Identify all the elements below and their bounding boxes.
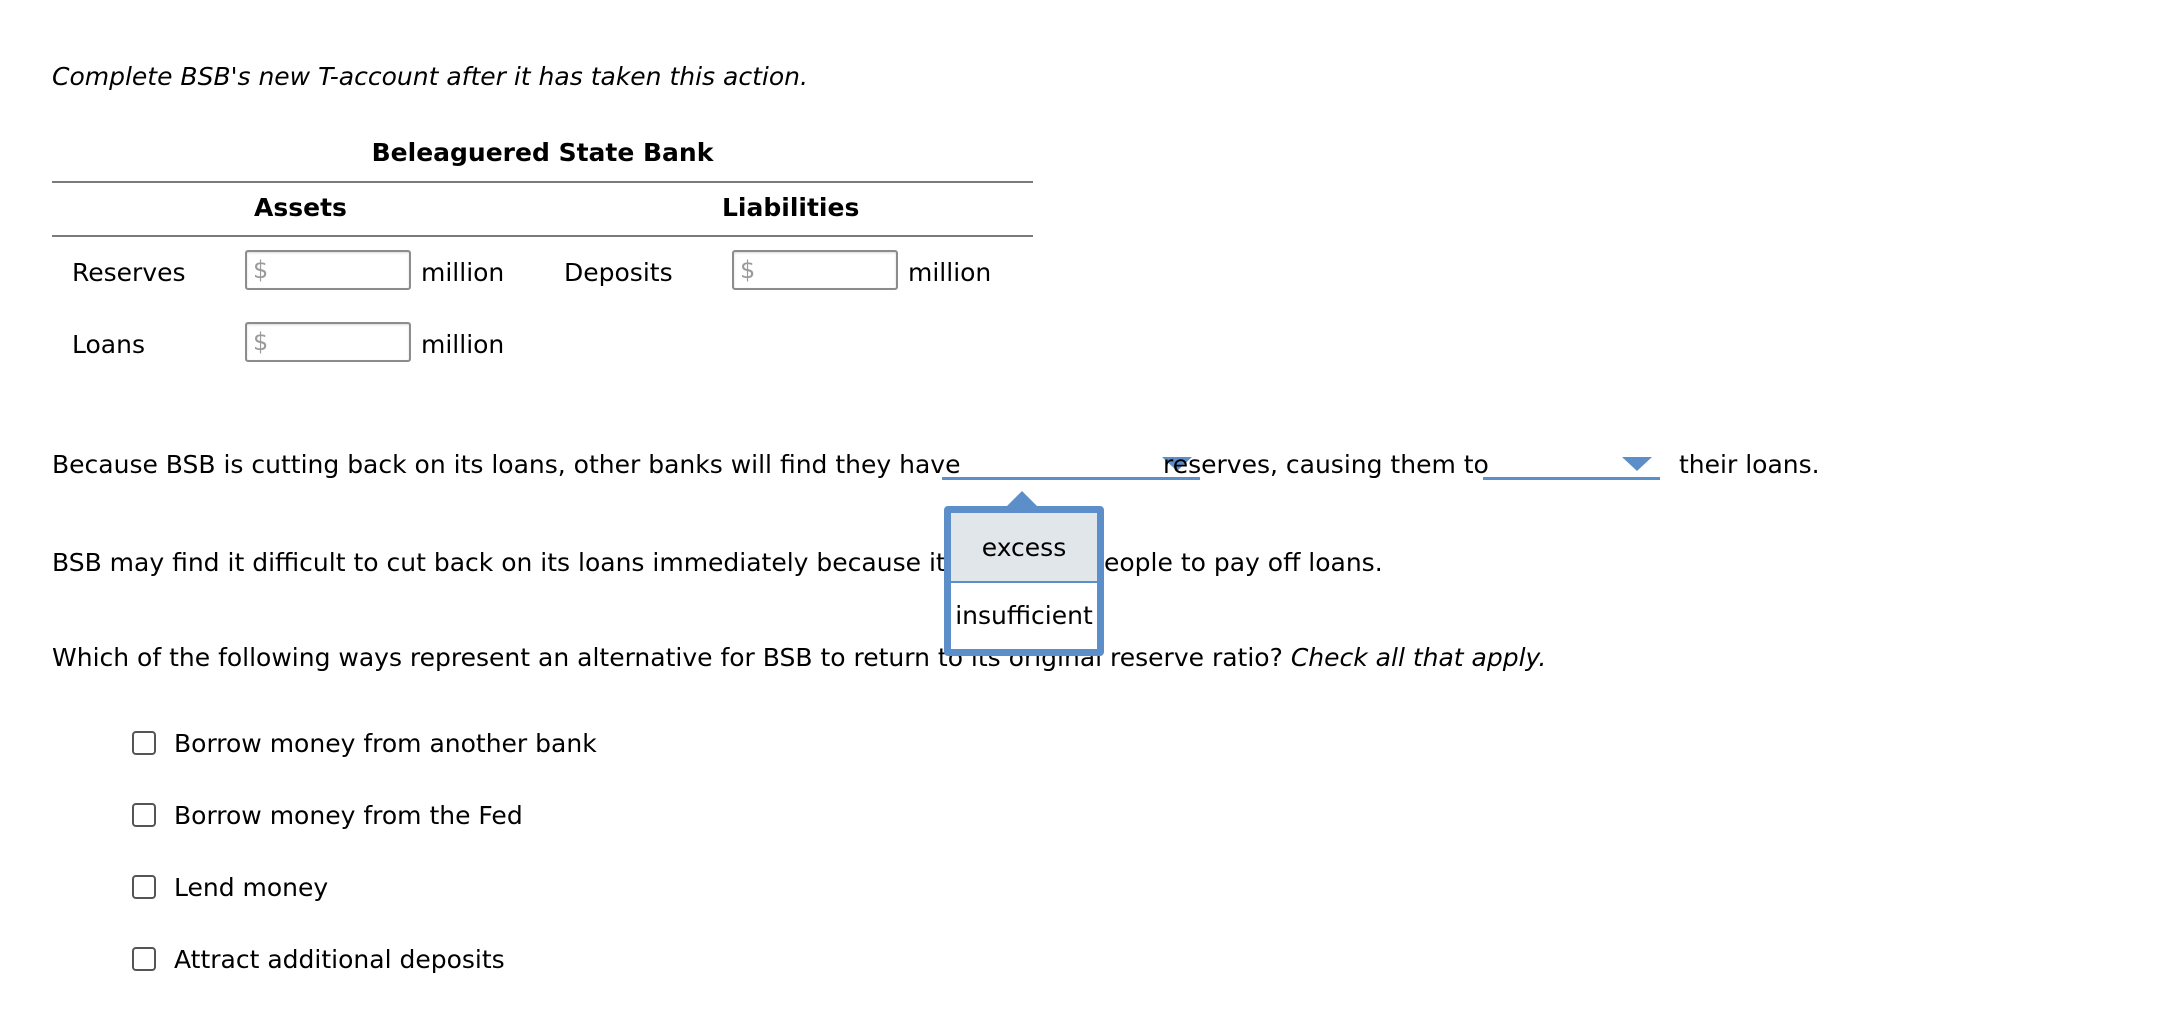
question-3: Which of the following ways represent an… bbox=[52, 643, 1546, 672]
option-label: Borrow money from the Fed bbox=[174, 801, 523, 830]
t-account-header-rule bbox=[52, 235, 1033, 237]
q1-text-part1: Because BSB is cutting back on its loans… bbox=[52, 450, 961, 479]
dollar-prefix: $ bbox=[253, 256, 269, 284]
loans-unit: million bbox=[421, 330, 505, 359]
dropdown-option-excess[interactable]: excess bbox=[951, 513, 1097, 583]
dollar-prefix: $ bbox=[740, 256, 756, 284]
q3-instruction: Check all that apply. bbox=[1290, 643, 1547, 672]
deposits-unit: million bbox=[908, 258, 992, 287]
reserves-type-dropdown: excess insufficient bbox=[944, 506, 1104, 656]
reserves-input[interactable]: $ bbox=[245, 250, 411, 290]
question-1: Because BSB is cutting back on its loans… bbox=[52, 450, 2152, 490]
instruction-text: Complete BSB's new T-account after it ha… bbox=[52, 62, 808, 91]
option-label: Lend money bbox=[174, 873, 329, 902]
checkbox[interactable] bbox=[132, 803, 156, 827]
liabilities-header: Liabilities bbox=[722, 193, 860, 222]
checkbox[interactable] bbox=[132, 731, 156, 755]
option-label: Borrow money from another bank bbox=[174, 729, 597, 758]
deposits-input[interactable]: $ bbox=[732, 250, 898, 290]
checkbox[interactable] bbox=[132, 947, 156, 971]
reserves-label: Reserves bbox=[72, 258, 186, 287]
select-underline bbox=[942, 477, 1200, 480]
reserves-type-select[interactable] bbox=[942, 450, 1202, 484]
chevron-down-icon bbox=[1162, 457, 1192, 471]
question-2-right: eople to pay off loans. bbox=[1104, 548, 1383, 577]
loans-label: Loans bbox=[72, 330, 145, 359]
select-underline bbox=[1483, 477, 1660, 480]
question-2-left: BSB may find it difficult to cut back on… bbox=[52, 548, 968, 577]
t-account-title: Beleaguered State Bank bbox=[371, 138, 714, 167]
loan-action-select[interactable] bbox=[1483, 450, 1661, 484]
dollar-prefix: $ bbox=[253, 328, 269, 356]
option-label: Attract additional deposits bbox=[174, 945, 505, 974]
q1-text-part3: their loans. bbox=[1679, 450, 1820, 479]
loans-input[interactable]: $ bbox=[245, 322, 411, 362]
deposits-label: Deposits bbox=[564, 258, 673, 287]
q1-text-part2: reserves, causing them to bbox=[1163, 450, 1489, 479]
checkbox[interactable] bbox=[132, 875, 156, 899]
assets-header: Assets bbox=[254, 193, 347, 222]
dropdown-pointer bbox=[1006, 491, 1038, 507]
reserves-unit: million bbox=[421, 258, 505, 287]
dropdown-option-insufficient[interactable]: insufficient bbox=[951, 583, 1097, 649]
chevron-down-icon bbox=[1622, 457, 1652, 471]
t-account-top-rule bbox=[52, 181, 1033, 183]
